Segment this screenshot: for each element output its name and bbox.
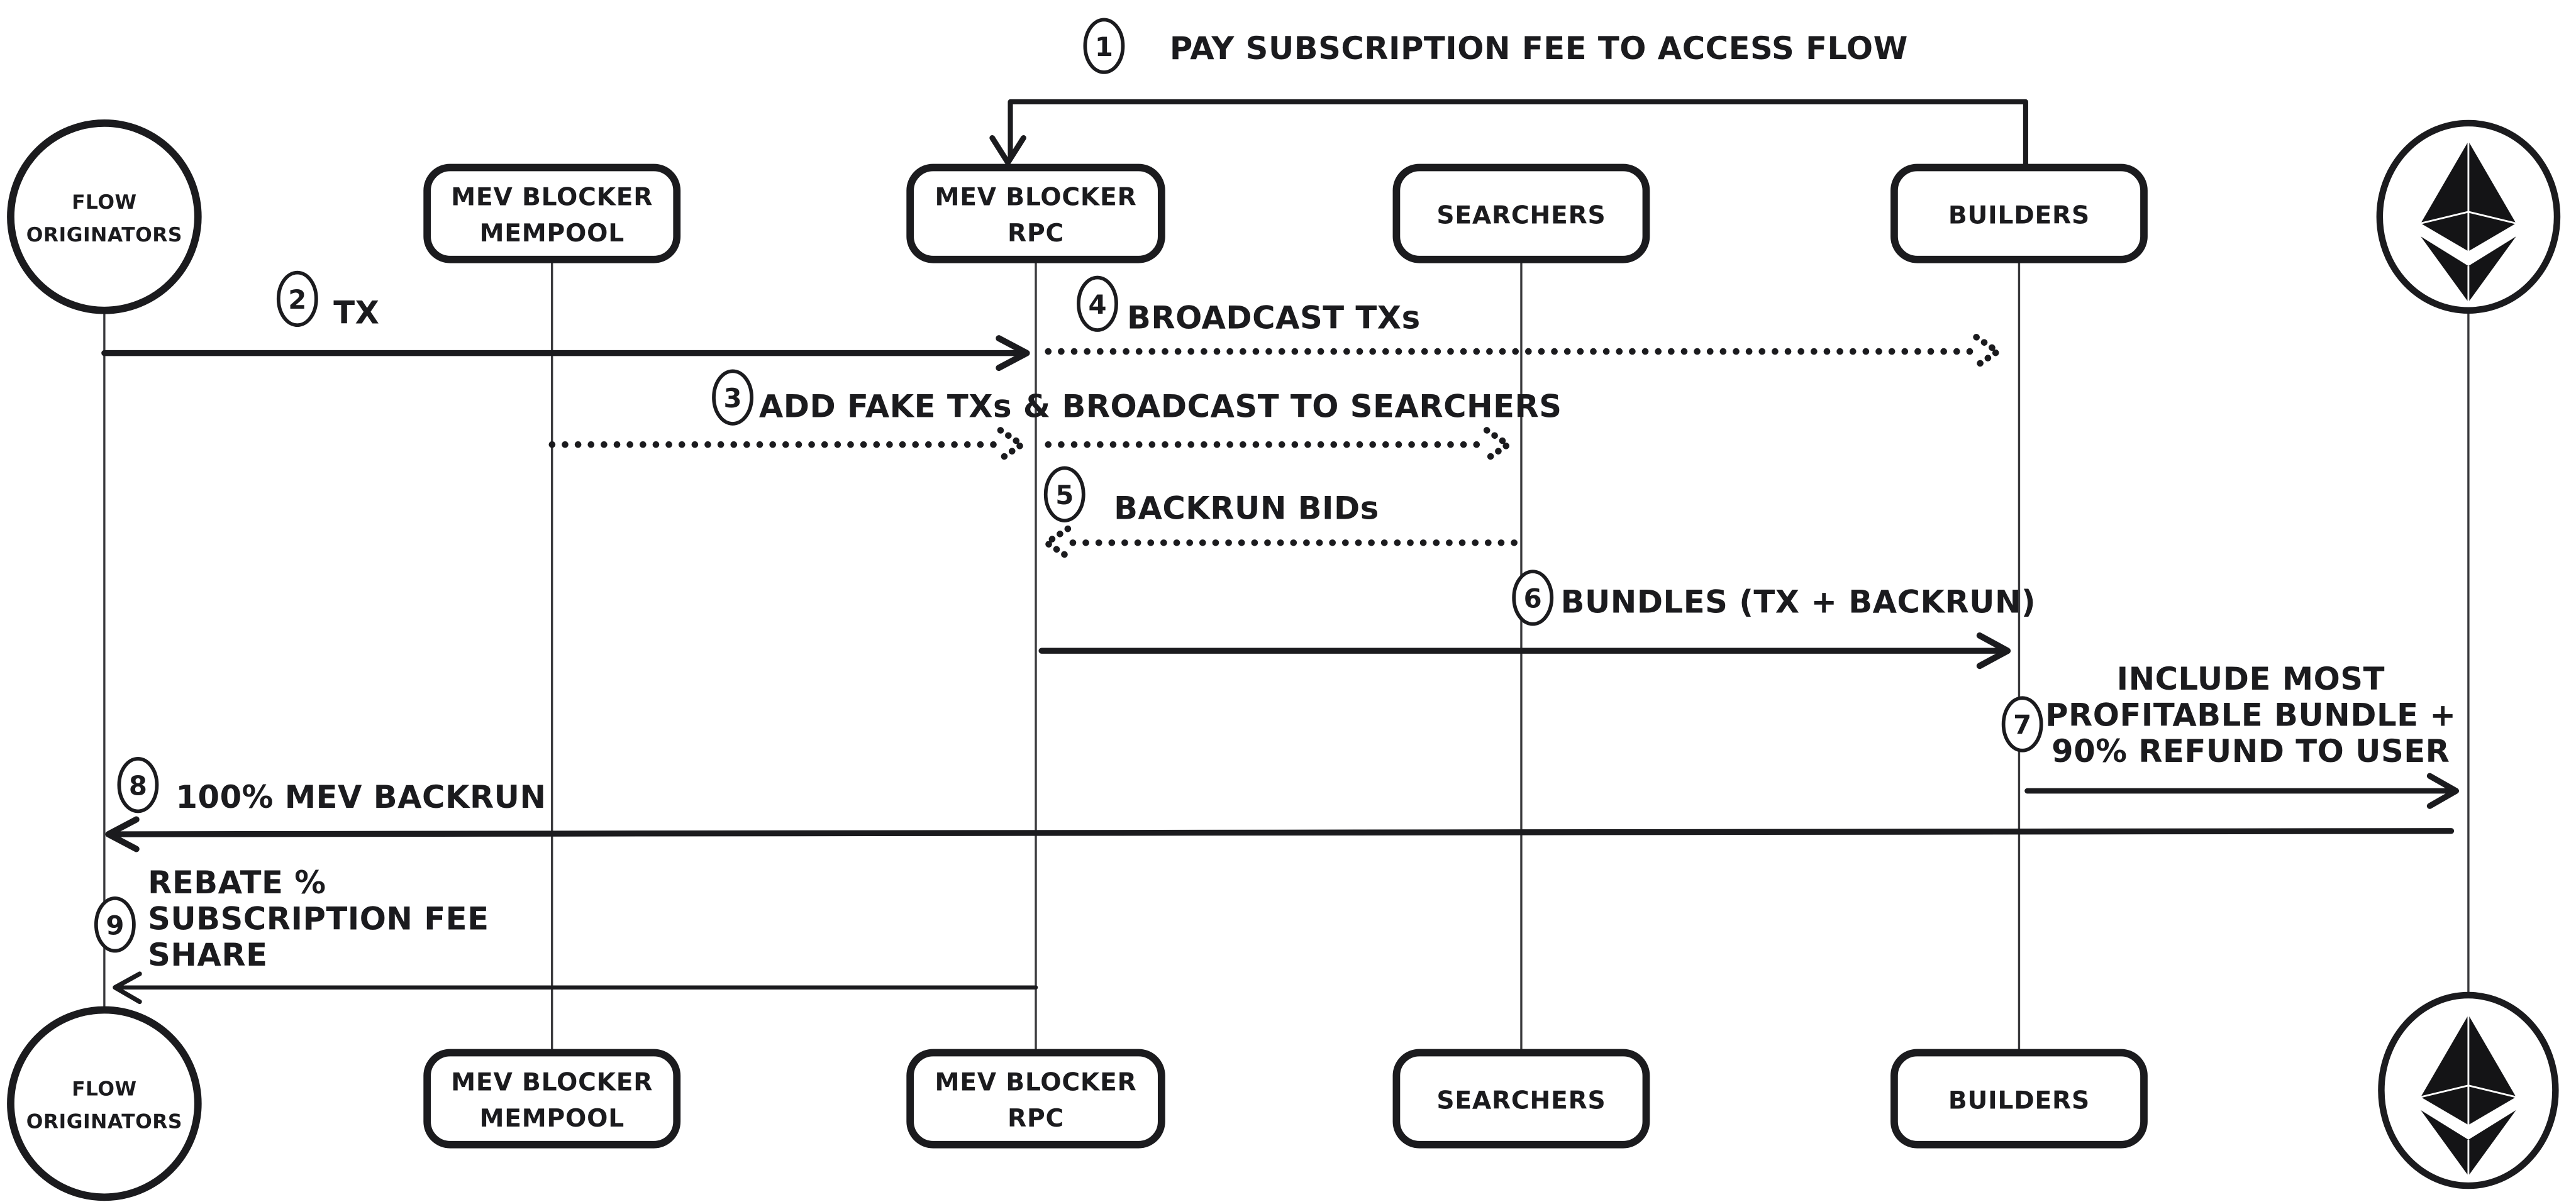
actor-label: FLOW [72, 191, 137, 214]
actor-label: FLOW [72, 1078, 137, 1100]
message-6-arrow [1038, 632, 2011, 670]
message-4-text: BROADCAST TXs [1127, 299, 1421, 336]
actor-label: MEMPOOL [479, 1105, 624, 1133]
message-6-number: 6 [1524, 583, 1542, 614]
message-3-label: 3 ADD FAKE TXs & BROADCAST TO SEARCHERS [712, 369, 1562, 426]
actor-label: ORIGINATORS [26, 224, 182, 246]
actor-mev-blocker-mempool-top: MEV BLOCKER MEMPOOL [423, 163, 681, 263]
message-9-number: 9 [106, 910, 124, 940]
message-4-arrow [1045, 334, 2001, 370]
actor-label: BUILDERS [1948, 201, 2090, 229]
message-7-arrow [2024, 773, 2460, 809]
message-1-number: 1 [1095, 31, 1113, 62]
actor-label: RPC [1008, 219, 1064, 248]
message-6-label: 6 BUNDLES (TX + BACKRUN) [1512, 570, 2036, 626]
message-1-text: PAY SUBSCRIPTION FEE TO ACCESS FLOW [1170, 30, 1908, 67]
message-3-number: 3 [724, 383, 742, 414]
message-8-number-badge [117, 756, 159, 813]
lifelines [103, 259, 2470, 1053]
message-6-text: BUNDLES (TX + BACKRUN) [1561, 583, 2036, 620]
actor-mev-blocker-rpc-bottom: MEV BLOCKER RPC [906, 1049, 1165, 1149]
message-3-text: ADD FAKE TXs & BROADCAST TO SEARCHERS [759, 389, 1562, 425]
message-7-text-line1: INCLUDE MOST [2117, 661, 2385, 697]
message-9-text-line1: REBATE % [148, 864, 326, 901]
message-3-number-badge [712, 369, 753, 426]
actor-label: BUILDERS [1948, 1086, 2090, 1115]
actor-label: MEV BLOCKER [935, 184, 1136, 212]
message-8-number: 8 [129, 770, 147, 801]
message-6-number-badge [1512, 570, 1554, 626]
message-9-label: 9 REBATE % SUBSCRIPTION FEE SHARE [94, 864, 489, 973]
message-9-arrow [113, 971, 1038, 1005]
actor-mev-blocker-rpc-top: MEV BLOCKER RPC [906, 163, 1165, 263]
message-5-arrow [1043, 525, 1518, 560]
actor-label: RPC [1008, 1105, 1064, 1133]
actor-ethereum-top [2376, 119, 2561, 314]
message-3-arrow [548, 427, 1512, 463]
actor-flow-originators-top: FLOW ORIGINATORS [7, 119, 202, 314]
message-1-number-badge [1083, 18, 1125, 74]
message-2-label: 2 TX [276, 270, 379, 331]
message-2-text: TX [333, 295, 379, 331]
actor-label: MEV BLOCKER [451, 1069, 653, 1097]
actor-searchers-bottom: SEARCHERS [1392, 1049, 1650, 1149]
actor-label: MEV BLOCKER [935, 1069, 1136, 1097]
actor-label: MEMPOOL [479, 219, 624, 248]
message-1-label: 1 PAY SUBSCRIPTION FEE TO ACCESS FLOW [1083, 18, 1908, 74]
message-9-text-line3: SHARE [148, 937, 267, 973]
actor-builders-top: BUILDERS [1890, 163, 2148, 263]
message-2-number: 2 [288, 284, 306, 315]
message-4-label: 4 BROADCAST TXs [1077, 275, 1421, 336]
actor-mev-blocker-mempool-bottom: MEV BLOCKER MEMPOOL [423, 1049, 681, 1149]
message-2-arrow [101, 335, 1030, 372]
actor-label: ORIGINATORS [26, 1111, 182, 1133]
actor-flow-originators-bottom: FLOW ORIGINATORS [7, 1006, 202, 1201]
message-5-label: 5 BACKRUN BIDs [1043, 466, 1379, 526]
message-4-number: 4 [1088, 289, 1106, 320]
message-4-number-badge [1077, 275, 1118, 332]
message-7-number-badge [2001, 696, 2043, 753]
message-8-arrow [105, 816, 2455, 852]
message-9-text-line2: SUBSCRIPTION FEE [148, 901, 489, 937]
ethereum-logo-icon [2420, 141, 2516, 302]
message-1-arrow [989, 99, 2028, 168]
message-7-text-line3: 90% REFUND TO USER [2051, 733, 2450, 769]
message-5-text: BACKRUN BIDs [1114, 490, 1379, 526]
message-2-number-badge [276, 270, 318, 328]
message-8-label: 8 100% MEV BACKRUN [117, 756, 547, 815]
message-8-text: 100% MEV BACKRUN [176, 779, 547, 815]
actor-label: SEARCHERS [1436, 1086, 1606, 1115]
ethereum-logo-icon [2420, 1015, 2516, 1176]
message-7-label: 7 INCLUDE MOST PROFITABLE BUNDLE + 90% R… [2001, 661, 2456, 769]
message-5-number-badge [1043, 466, 1085, 522]
message-7-text-line2: PROFITABLE BUNDLE + [2045, 697, 2456, 734]
actor-searchers-top: SEARCHERS [1392, 163, 1650, 263]
actor-label: MEV BLOCKER [451, 184, 653, 212]
message-7-number: 7 [2013, 710, 2031, 741]
actor-label: SEARCHERS [1436, 201, 1606, 229]
message-9-number-badge [94, 896, 136, 953]
message-5-number: 5 [1055, 480, 1074, 510]
actor-ethereum-bottom [2378, 991, 2559, 1189]
actor-builders-bottom: BUILDERS [1890, 1049, 2148, 1149]
